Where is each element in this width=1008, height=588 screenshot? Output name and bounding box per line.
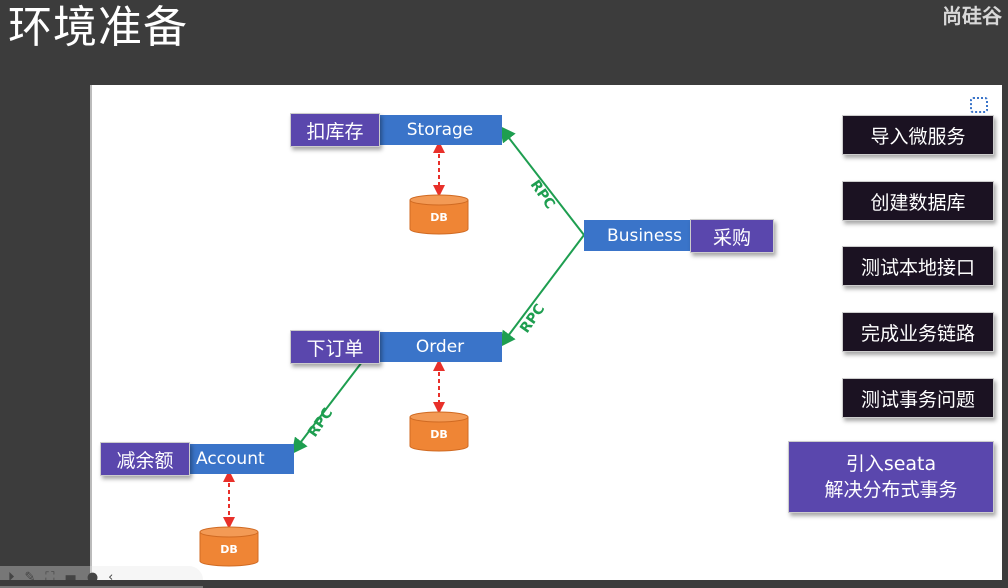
seata-line1: 引入seata	[845, 453, 937, 475]
step-introduce-seata[interactable]: 引入seata 解决分布式事务	[788, 441, 994, 513]
service-order[interactable]: Order	[378, 332, 502, 362]
slide-canvas: RPC RPC RPC DB DB DB Storage 扣库存 Business 采购…	[90, 85, 1002, 580]
service-business[interactable]: Business	[584, 220, 690, 251]
rpc-edge-business-order	[499, 234, 585, 348]
seata-line2: 解决分布式事务	[824, 479, 958, 501]
play-icon[interactable]: ⏵	[8, 569, 15, 585]
database-icon: DB	[409, 194, 469, 235]
step-import-services[interactable]: 导入微服务	[842, 115, 994, 155]
db-label: DB	[430, 428, 448, 441]
rpc-label: RPC	[305, 405, 336, 440]
rpc-edge-business-storage	[499, 125, 585, 236]
screenshot-icon[interactable]: ⛶	[45, 569, 55, 585]
step-complete-chain[interactable]: 完成业务链路	[842, 312, 994, 352]
pen-icon[interactable]: ✎	[24, 569, 36, 585]
service-storage[interactable]: Storage	[378, 115, 502, 145]
step-test-transaction[interactable]: 测试事务问题	[842, 378, 994, 418]
tag-business: 采购	[690, 219, 774, 253]
database-icon: DB	[409, 411, 469, 452]
db-label: DB	[430, 211, 448, 224]
service-account[interactable]: Account	[188, 444, 294, 474]
db-label: DB	[220, 543, 238, 556]
collapse-icon[interactable]: ‹	[108, 569, 114, 585]
step-test-local-api[interactable]: 测试本地接口	[842, 246, 994, 286]
more-icon[interactable]: ●	[86, 569, 99, 585]
capture-icon[interactable]	[970, 97, 988, 113]
rpc-edge-order-account	[291, 361, 363, 455]
brand-logo: 尚硅谷	[942, 4, 1002, 28]
tag-storage: 扣库存	[290, 113, 380, 147]
rpc-label: RPC	[527, 177, 558, 212]
bottom-bar	[0, 580, 1008, 586]
architecture-diagram: RPC RPC RPC DB DB DB	[199, 125, 585, 567]
rpc-label: RPC	[517, 301, 548, 336]
tag-order: 下订单	[290, 330, 380, 364]
tag-account: 减余额	[100, 442, 190, 476]
step-create-database[interactable]: 创建数据库	[842, 181, 994, 221]
page-title: 环境准备	[8, 2, 188, 53]
database-icon: DB	[199, 526, 259, 567]
